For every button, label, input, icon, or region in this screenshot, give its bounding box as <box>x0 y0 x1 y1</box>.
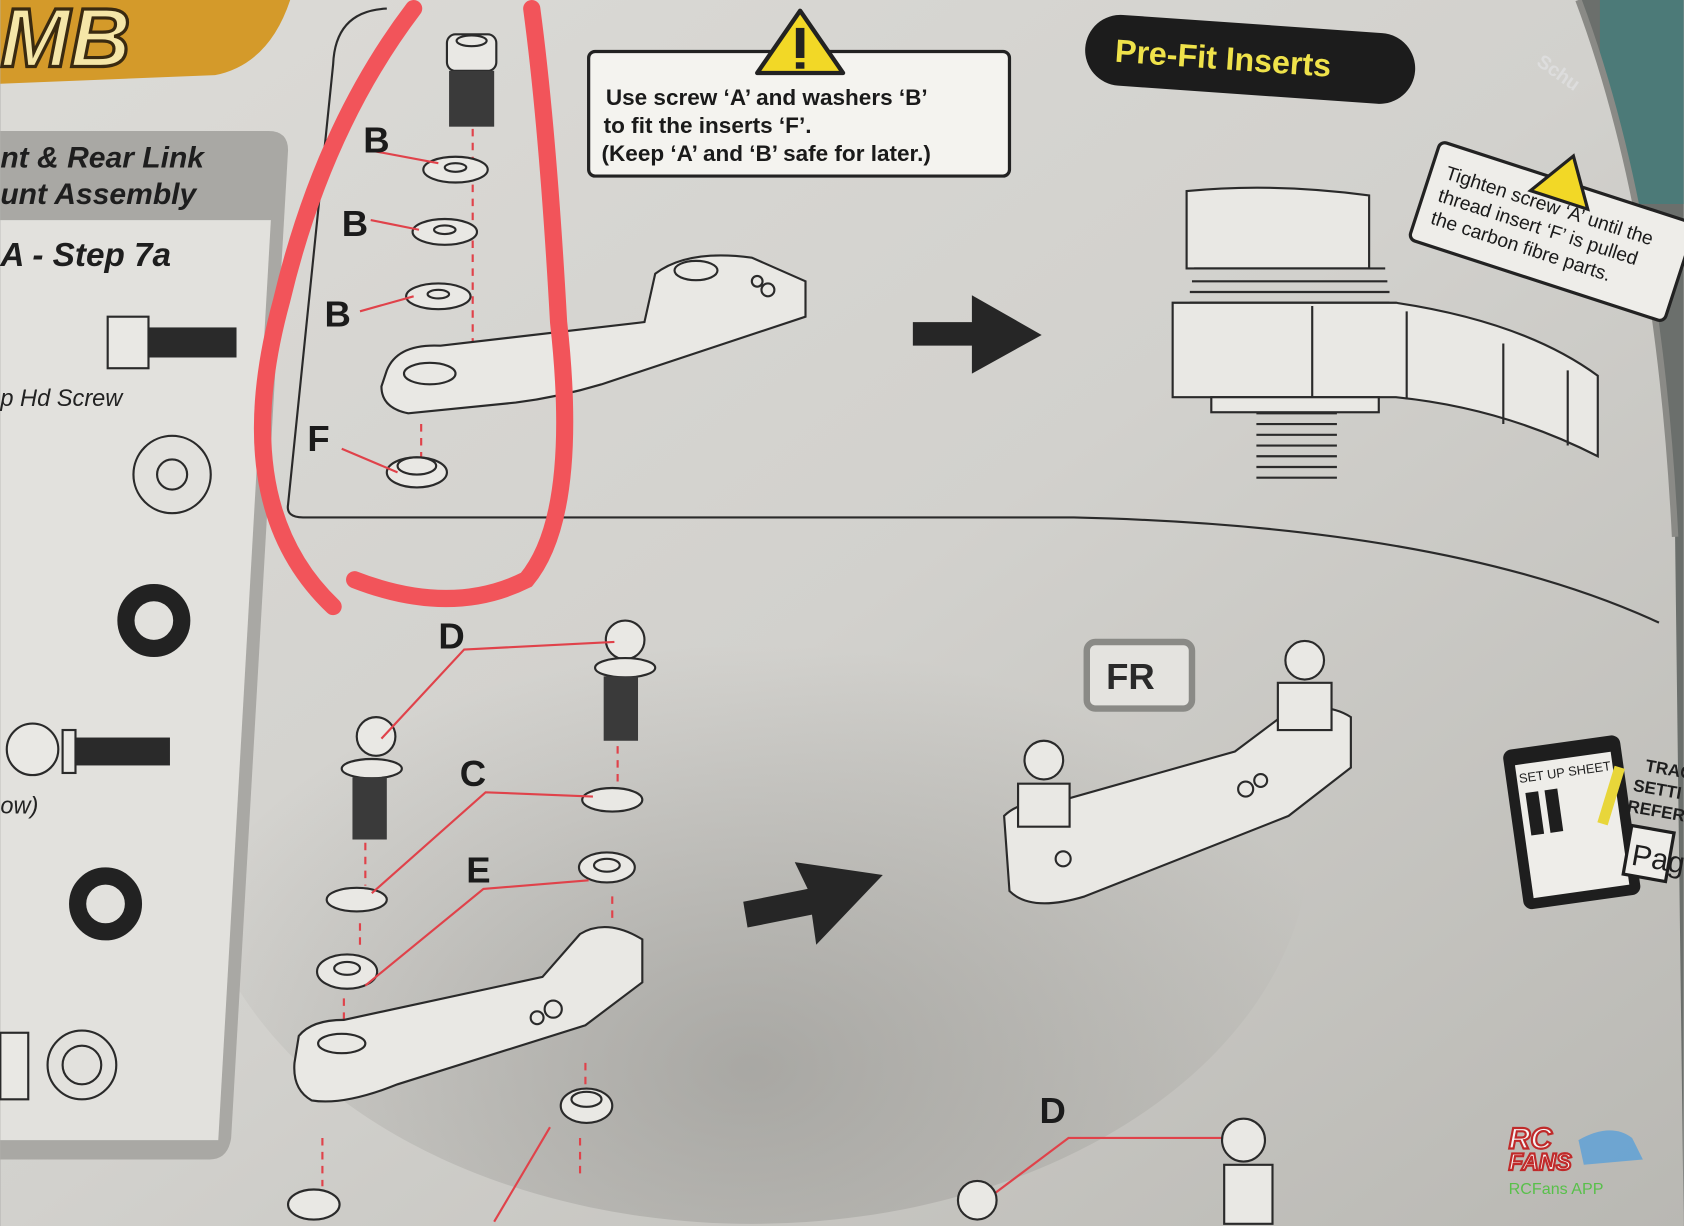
warning-top-line-3: (Keep ‘A’ and ‘B’ safe for later.) <box>602 141 931 166</box>
warning-top-line-1: Use screw ‘A’ and washers ‘B’ <box>606 85 928 110</box>
sidebar-title-2: unt Assembly <box>0 178 197 211</box>
assembled-link-diagram <box>1003 639 1352 905</box>
sidebar-panel: nt & Rear Link unt Assembly A - Step 7a … <box>0 130 289 1160</box>
insert-side-icon <box>0 1031 30 1101</box>
insert-top-icon <box>46 1029 118 1101</box>
label-b-2: B <box>342 203 368 244</box>
sidebar-part-screw: p Hd Screw <box>0 386 124 412</box>
ballstud-bottom <box>1220 1117 1267 1163</box>
label-c: C <box>460 753 486 794</box>
arrow-right-icon <box>912 295 1042 374</box>
prefit-title-pill: Pre-Fit Inserts <box>1085 14 1416 104</box>
label-leaders <box>341 149 439 474</box>
ball-stud-icon <box>5 722 170 777</box>
exploded-insert-diagram <box>380 33 807 489</box>
label-d-bottom: D <box>1040 1090 1066 1131</box>
black-washer-icon <box>117 584 191 658</box>
cap-screw-icon <box>106 315 237 370</box>
warning-top-line-2: to fit the inserts ‘F’. <box>604 113 812 138</box>
red-annotation-circle <box>254 0 574 616</box>
sidebar-title-1: nt & Rear Link <box>0 141 205 174</box>
black-spacer-icon <box>69 867 143 941</box>
fr-badge-text: FR <box>1106 656 1155 697</box>
insert-closeup-diagram <box>1171 186 1599 479</box>
step-panel-border <box>286 7 1660 624</box>
watermark-logo-1: RC <box>1509 1123 1554 1156</box>
track-settings-ref: TRAC SETTI REFER Pag <box>1621 755 1684 884</box>
logo-text: MB <box>0 0 130 85</box>
label-b-3: B <box>325 293 351 334</box>
sidebar-step: A - Step 7a <box>0 237 171 274</box>
label-e: E <box>466 849 490 890</box>
label-d: D <box>438 615 464 656</box>
washer-icon <box>132 434 212 515</box>
watermark-logo-2: FANS <box>1509 1150 1572 1176</box>
label-b-1: B <box>363 119 389 160</box>
label-leaders-lower <box>364 640 615 1223</box>
label-f: F <box>307 418 329 459</box>
watermark-app: RCFans APP <box>1509 1180 1604 1198</box>
label-leader-bottom <box>981 1136 1235 1204</box>
brand-logo: MB <box>0 0 291 86</box>
exploded-ballstud-diagram <box>286 619 657 1221</box>
rcfans-watermark: RC FANS RCFans APP <box>1508 1122 1643 1198</box>
setup-sheet-icon: SET UP SHEET <box>1503 735 1641 910</box>
fr-badge: FR <box>1083 638 1196 712</box>
warning-box-top: Use screw ‘A’ and washers ‘B’ to fit the… <box>587 8 1012 178</box>
arrow-right-icon-2 <box>743 862 883 945</box>
sidebar-part-ball: ow) <box>0 794 38 820</box>
warning-box-right: Tighten screw ‘A’ until the thread inser… <box>1408 141 1684 322</box>
warning-icon-2 <box>1527 153 1591 212</box>
